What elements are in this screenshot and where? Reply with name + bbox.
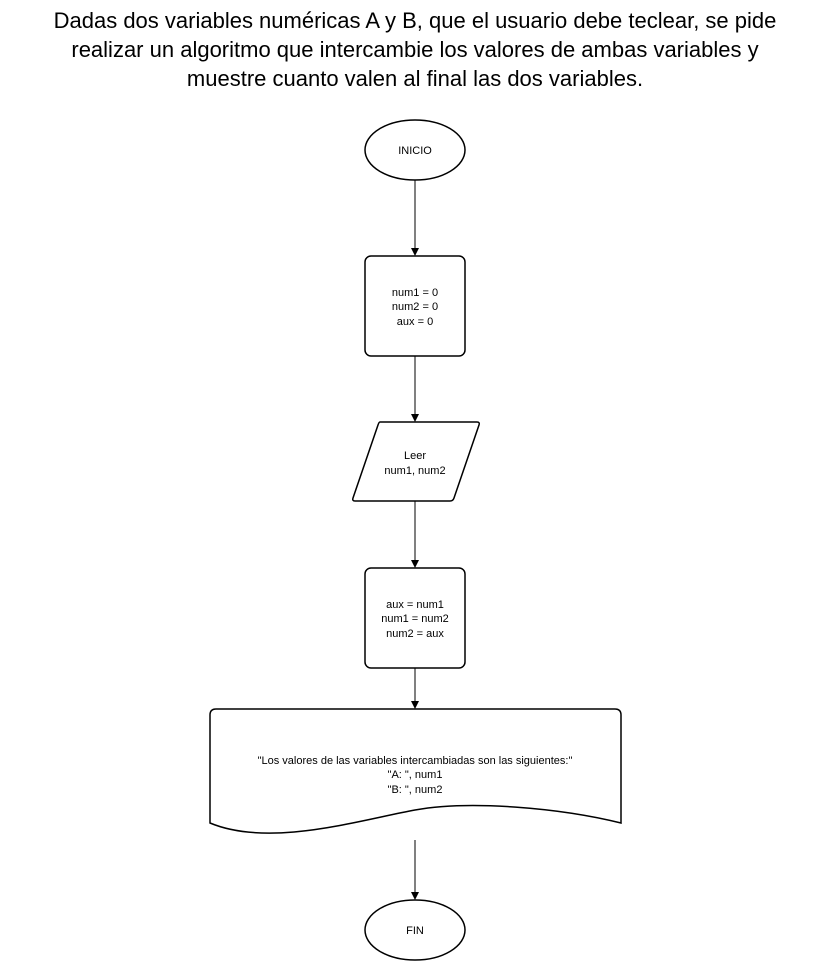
swap-process-line: aux = num1 [386,599,444,611]
input-data-line: Leer [404,450,426,462]
problem-statement: Dadas dos variables numéricas A y B, que… [0,6,830,93]
input-data: Leer num1, num2 [352,421,480,502]
problem-statement-line: Dadas dos variables numéricas A y B, que… [53,8,777,33]
start-terminal-label: INICIO [398,145,432,157]
start-terminal: INICIO [364,119,466,181]
end-terminal: FIN [364,899,466,961]
swap-process: aux = num1 num1 = num2 num2 = aux [364,567,466,669]
output-document-line: "B: ", num2 [388,784,443,796]
output-document-line: "A: ", num1 [388,769,443,781]
output-document-line: "Los valores de las variables intercambi… [258,755,573,767]
init-process-line: aux = 0 [397,316,433,328]
problem-statement-line: realizar un algoritmo que intercambie lo… [71,37,759,62]
output-document: "Los valores de las variables intercambi… [209,708,622,834]
swap-process-line: num2 = aux [386,628,444,640]
input-data-line: num1, num2 [384,465,445,477]
init-process-line: num1 = 0 [392,287,438,299]
output-document-shape [209,708,622,834]
end-terminal-shape [364,899,466,961]
init-process-line: num2 = 0 [392,301,438,313]
problem-statement-line: muestre cuanto valen al final las dos va… [186,66,644,91]
end-terminal-label: FIN [406,925,424,937]
input-data-shape [352,421,480,502]
swap-process-line: num1 = num2 [381,613,449,625]
init-process: num1 = 0 num2 = 0 aux = 0 [364,255,466,357]
